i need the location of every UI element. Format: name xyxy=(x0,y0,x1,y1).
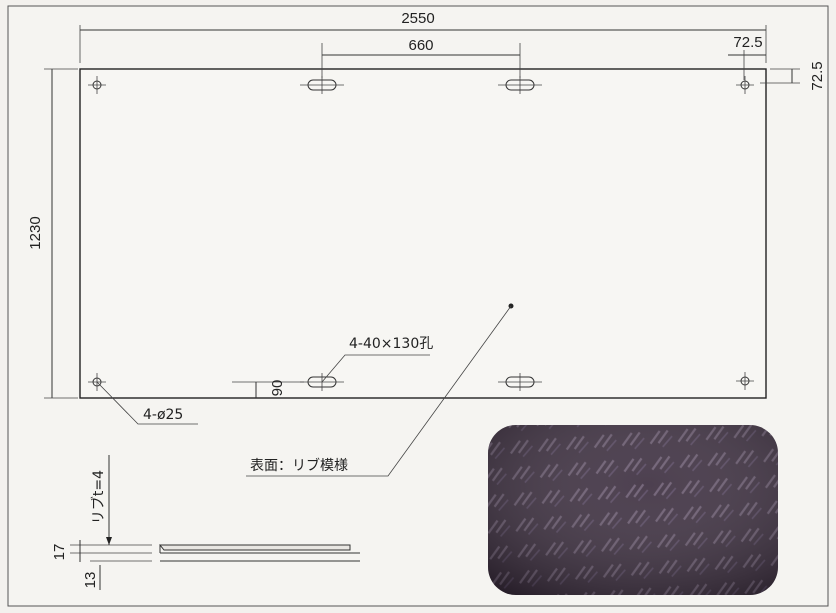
dim-edge-offset-x-label: 72.5 xyxy=(733,34,762,51)
rib-thickness-label: リブt=4 xyxy=(90,470,107,524)
slot-note: 4-40×130孔 xyxy=(321,336,433,383)
dim-slot-spacing: 660 xyxy=(321,37,521,78)
dim-overall-width-label: 2550 xyxy=(401,10,434,27)
surface-note: 表面：リブ模様 xyxy=(246,303,514,477)
total-thickness-label: 17 xyxy=(51,544,68,561)
hole-note: 4-ø25 xyxy=(96,381,198,425)
slot-top-left xyxy=(300,76,344,94)
slot-bottom-right xyxy=(498,373,542,391)
dim-edge-offset-x: 72.5 xyxy=(728,34,766,80)
slot-note-label: 4-40×130孔 xyxy=(349,336,433,352)
dim-overall-width: 2550 xyxy=(79,10,767,63)
section-view xyxy=(70,455,360,590)
dim-height: 1230 xyxy=(27,68,78,399)
corner-hole-bottom-right xyxy=(736,372,754,390)
corner-hole-top-left xyxy=(88,76,106,94)
surface-photo xyxy=(488,425,778,595)
corner-hole-top-right xyxy=(736,76,754,94)
dim-slot-offset-bottom: 90 xyxy=(232,380,304,398)
plate-outline xyxy=(79,68,767,399)
slot-top-right xyxy=(498,76,542,94)
surface-note-label: 表面：リブ模様 xyxy=(250,457,348,474)
dim-edge-offset-y-label: 72.5 xyxy=(809,61,826,90)
hole-note-label: 4-ø25 xyxy=(143,407,183,423)
dim-height-label: 1230 xyxy=(27,216,44,249)
dim-slot-offset-bottom-label: 90 xyxy=(269,380,286,397)
base-thickness-label: 13 xyxy=(82,572,99,589)
dim-edge-offset-y: 72.5 xyxy=(760,61,826,91)
dim-slot-spacing-label: 660 xyxy=(408,37,433,54)
